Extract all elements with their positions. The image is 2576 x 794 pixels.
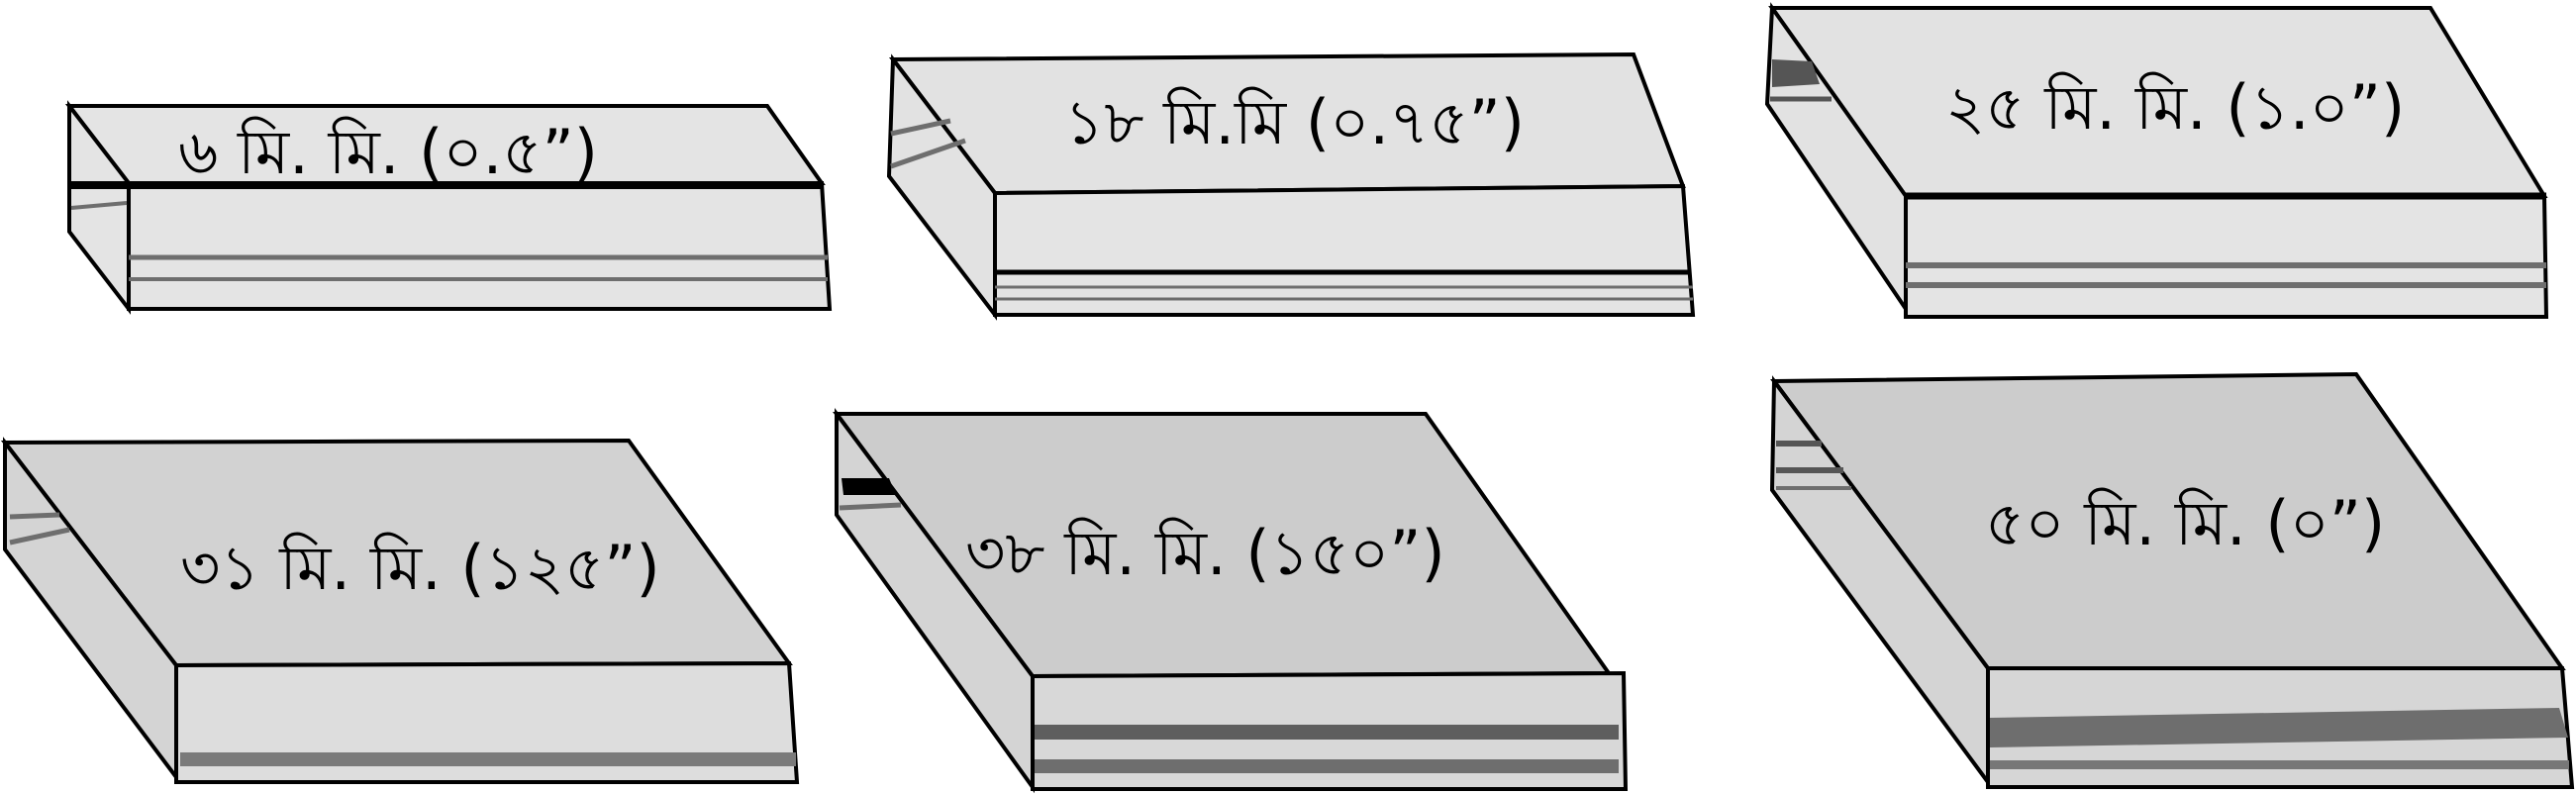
board-thickness-label: ২৫ মি. মি. (১.০”) bbox=[1945, 71, 2405, 144]
board-side-stripe bbox=[1772, 59, 1820, 87]
board-thickness-label: ১৮ মি.মি (০.৭৫”) bbox=[1064, 86, 1525, 158]
board-side-stripe bbox=[839, 502, 902, 511]
board-thickness-label: ৩৮ মি. মি. (১৫০”) bbox=[965, 517, 1445, 589]
board-side-stripe bbox=[9, 527, 70, 546]
board-front-face bbox=[1904, 194, 2549, 319]
board-thickness-label: ৬ মি. মি. (০.৫”) bbox=[178, 116, 598, 188]
board-front-stripe bbox=[180, 752, 796, 766]
board-side-stripe bbox=[890, 138, 966, 169]
board-side-stripe bbox=[9, 512, 60, 520]
board-38mm: ৩৮ মি. মি. (১৫০”) bbox=[833, 407, 1629, 794]
board-side-stripe bbox=[70, 201, 128, 210]
board-side-stripe bbox=[842, 478, 896, 495]
board-front-stripe bbox=[1990, 708, 2568, 747]
board-front-stripe bbox=[1035, 725, 1619, 740]
board-25mm: ২৫ মি. মি. (১.০”) bbox=[1764, 2, 2549, 319]
board-side-stripe bbox=[890, 118, 951, 137]
board-front-stripe bbox=[1990, 760, 2569, 769]
board-6mm: ৬ মি. মি. (০.৫”) bbox=[64, 100, 833, 315]
board-31mm: ৩১ মি. মি. (১২৫”) bbox=[0, 437, 800, 784]
board-18mm: ১৮ মি.মি (০.৭৫”) bbox=[886, 51, 1696, 321]
board-thickness-label: ৫০ মি. মি. (০”) bbox=[1985, 487, 2385, 559]
board-thickness-label: ৩১ মি. মি. (১২৫”) bbox=[180, 532, 660, 604]
board-front-face bbox=[127, 181, 833, 311]
board-front-face bbox=[993, 183, 1696, 317]
board-50mm: ৫০ মি. মি. (০”) bbox=[1769, 371, 2575, 789]
board-front-stripe bbox=[1035, 759, 1619, 773]
